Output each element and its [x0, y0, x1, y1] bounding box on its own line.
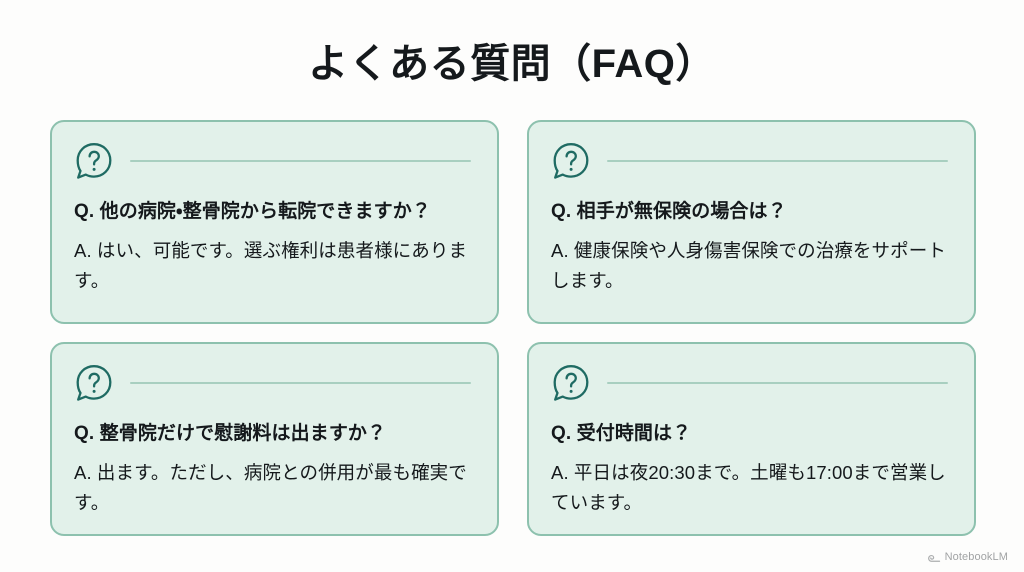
- page-title: よくある質問（FAQ）: [308, 42, 716, 86]
- notebooklm-watermark: NotebookLM: [927, 551, 1008, 564]
- header-divider: [607, 382, 948, 384]
- question-speech-bubble-icon: [553, 143, 589, 179]
- faq-answer: A. はい、可能です。選ぶ権利は患者様にあります。: [74, 240, 468, 291]
- faq-card[interactable]: Q. 他の病院・整骨院から転院できますか？ A. はい、可能です。選ぶ権利は患者…: [50, 120, 499, 324]
- faq-card[interactable]: Q. 受付時間は？ A. 平日は夜20:30まで。土曜も17:00まで営業してい…: [527, 342, 976, 536]
- question-speech-bubble-icon: [553, 365, 589, 401]
- faq-card-header: [551, 138, 952, 184]
- faq-question: Q. 相手が無保険の場合は？: [551, 201, 787, 222]
- faq-question: Q. 受付時間は？: [551, 423, 692, 444]
- faq-card-header: [551, 360, 952, 406]
- faq-card-grid: Q. 他の病院・整骨院から転院できますか？ A. はい、可能です。選ぶ権利は患者…: [50, 120, 976, 536]
- faq-card-header: [74, 360, 475, 406]
- faq-answer: A. 健康保険や人身傷害保険での治療をサポートします。: [551, 240, 946, 291]
- faq-question: Q. 他の病院・整骨院から転院できますか？: [74, 201, 431, 222]
- header-divider: [130, 160, 471, 162]
- watermark-label: NotebookLM: [944, 551, 1008, 563]
- faq-answer: A. 平日は夜20:30まで。土曜も17:00まで営業しています。: [551, 462, 946, 513]
- header-divider: [607, 160, 948, 162]
- faq-answer: A. 出ます。ただし、病院との併用が最も確実です。: [74, 462, 467, 513]
- header-divider: [130, 382, 471, 384]
- question-speech-bubble-icon: [76, 365, 112, 401]
- faq-card[interactable]: Q. 整骨院だけで慰謝料は出ますか？ A. 出ます。ただし、病院との併用が最も確…: [50, 342, 499, 536]
- question-speech-bubble-icon: [76, 143, 112, 179]
- faq-card-header: [74, 138, 475, 184]
- faq-card[interactable]: Q. 相手が無保険の場合は？ A. 健康保険や人身傷害保険での治療をサポートしま…: [527, 120, 976, 324]
- faq-question: Q. 整骨院だけで慰謝料は出ますか？: [74, 423, 387, 444]
- notebooklm-logo-icon: [927, 554, 940, 562]
